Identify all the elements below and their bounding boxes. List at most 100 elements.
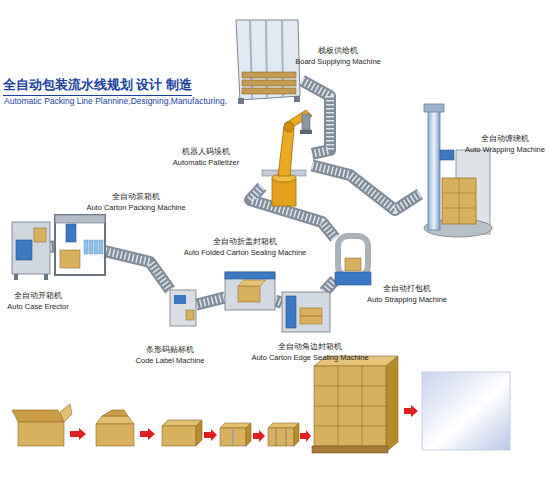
carton-stage-strip	[12, 410, 64, 422]
machine-name: Auto Strapping Machine	[362, 294, 452, 305]
wrapping-machine-art	[424, 104, 492, 237]
strapping-machine-art	[335, 272, 371, 285]
machine-caption: 全自动缠绕机Auto Wrapping Machine	[460, 133, 550, 155]
case-erector-art	[44, 274, 48, 280]
edge-sealing-art	[282, 292, 330, 332]
machine-caption: 全自动折盖封箱机Auto Folded Carton Sealing Machi…	[180, 236, 310, 258]
strapping-machine-art	[335, 236, 371, 285]
carton-stage-strip	[314, 406, 386, 407]
machine-name: 全自动折盖封箱机	[180, 236, 310, 247]
board-supplier-art	[238, 98, 244, 104]
machine-name: 条形码贴标机	[128, 344, 212, 355]
conveyor-frame	[275, 300, 282, 303]
edge-sealing-art	[282, 292, 330, 332]
carton-stage-strip	[246, 423, 251, 446]
machine-name: Auto Case Erector	[2, 301, 74, 312]
carton-stage-strip	[314, 366, 386, 446]
conveyor-rollers	[324, 280, 335, 292]
wrapping-machine-art	[442, 178, 476, 224]
carton-stage-strip	[12, 356, 510, 453]
subtitle-label: Automatic Packing Line Plannine,Designin…	[4, 96, 227, 106]
machine-caption: 全自动开箱机Auto Case Erector	[2, 290, 74, 312]
strapping-machine-art	[338, 236, 368, 276]
carton-stage-strip	[286, 428, 287, 446]
machine-name: Auto Carton Packing Machine	[80, 202, 192, 213]
machine-name: Auto Carton Edge Sealing Machine	[246, 352, 374, 363]
conveyor-rollers	[196, 297, 225, 304]
conveyor-frame	[105, 251, 170, 290]
conveyor-frame	[324, 280, 335, 292]
carton-stage-strip	[140, 428, 155, 440]
carton-packing-art	[55, 215, 105, 275]
carton-stage-strip	[102, 410, 128, 416]
carton-stage-strip	[18, 422, 64, 446]
machine-caption: 条形码贴标机Code Label Machine	[128, 344, 212, 366]
carton-stage-strip	[162, 426, 196, 446]
machine-station: 全自动打包机Auto Strapping Machine	[335, 235, 371, 285]
code-label-art	[170, 290, 196, 326]
machine-caption: 全自动装箱机Auto Carton Packing Machine	[80, 191, 192, 213]
board-supplier-art	[242, 80, 296, 86]
carton-stage-strip	[70, 428, 86, 440]
robot-palletizer-art	[302, 114, 310, 130]
code-label-art	[170, 290, 196, 326]
conveyor-frame	[196, 297, 225, 304]
folded-sealing-art	[238, 280, 266, 286]
carton-stage-strip	[314, 426, 386, 427]
carton-stage-strip	[204, 429, 217, 441]
roller-conveyor	[324, 280, 335, 292]
carton-stage-strip	[253, 430, 265, 442]
wrapping-machine-art	[459, 178, 460, 224]
folded-sealing-art	[225, 272, 275, 310]
machine-name: Auto Wrapping Machine	[460, 144, 550, 155]
strapping-machine-art	[345, 258, 361, 271]
carton-packing-art	[60, 250, 80, 268]
carton-stage-strip	[300, 430, 311, 442]
board-supplier-art	[242, 88, 296, 94]
machine-station: 全自动折盖封箱机Auto Folded Carton Sealing Machi…	[225, 272, 275, 310]
machine-name: 全自动开箱机	[2, 290, 74, 301]
robot-palletizer-art	[284, 122, 294, 132]
machine-station: 全自动角边封箱机Auto Carton Edge Sealing Machine	[282, 292, 330, 332]
board-supplier-art	[250, 20, 252, 99]
machine-name: 全自动打包机	[362, 283, 452, 294]
page-title: 全自动包装流水线规划 设计 制造	[3, 77, 192, 96]
carton-stage-strip	[362, 366, 363, 446]
conveyor-rollers	[312, 165, 420, 210]
carton-stage-strip	[60, 404, 72, 422]
carton-stage-strip	[96, 416, 134, 424]
carton-packing-art	[99, 240, 103, 254]
case-erector-art	[14, 274, 18, 280]
machine-name: Code Label Machine	[128, 355, 212, 366]
carton-stage-strip	[404, 405, 418, 417]
carton-stage-strip	[276, 428, 277, 446]
carton-stage-strip	[314, 386, 386, 387]
machine-caption: 全自动打包机Auto Strapping Machine	[362, 283, 452, 305]
case-erector-art	[12, 222, 50, 274]
machine-name: 栈板供给机	[286, 45, 390, 56]
carton-stage-strip	[312, 446, 388, 453]
code-label-art	[174, 295, 186, 304]
wrapping-machine-art	[428, 110, 440, 230]
roller-conveyor	[196, 297, 225, 304]
roller-conveyor	[105, 251, 170, 290]
board-supplier-art	[266, 20, 267, 98]
machine-caption: 栈板供给机Board Supplying Machine	[286, 45, 390, 67]
board-supplier-art	[294, 96, 300, 102]
carton-stage-strip	[268, 428, 294, 446]
carton-stage-strip	[422, 372, 510, 450]
carton-stage-strip	[386, 356, 398, 452]
machine-caption: 全自动角边封箱机Auto Carton Edge Sealing Machine	[246, 341, 374, 363]
edge-sealing-art	[300, 316, 322, 317]
machine-name: 机器人码垛机	[156, 146, 256, 157]
board-supplier-art	[242, 72, 296, 78]
machine-caption: 机器人码垛机Automatic Palletizer	[156, 146, 256, 168]
carton-packing-art	[84, 240, 88, 254]
conveyor-frame	[312, 165, 420, 210]
board-supplier-art	[236, 20, 300, 100]
roller-conveyor	[302, 80, 330, 153]
folded-sealing-art	[225, 272, 275, 310]
code-label-art	[186, 310, 194, 320]
conveyor-rollers	[302, 80, 330, 153]
